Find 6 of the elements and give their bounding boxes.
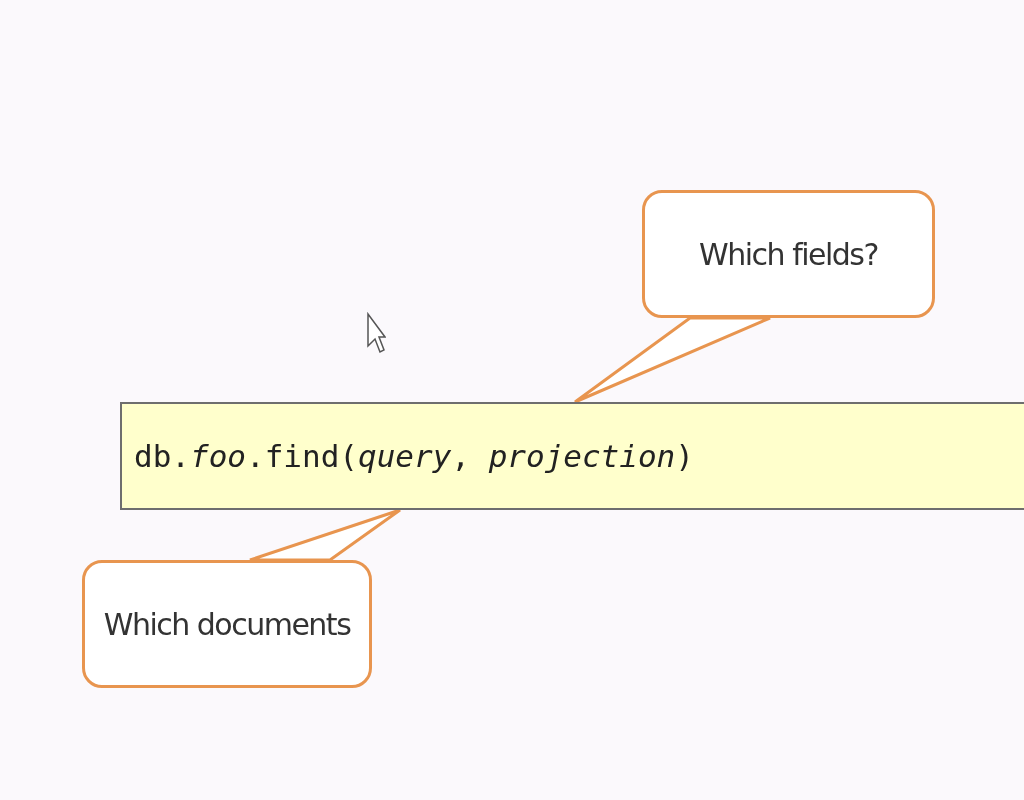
callout-pointer bbox=[248, 508, 402, 562]
callout-text: Which fields? bbox=[699, 236, 878, 272]
callout-pointer bbox=[573, 316, 772, 404]
callout-text: Which documents bbox=[103, 606, 351, 642]
code-text: db.foo.find(query, projection) bbox=[134, 438, 694, 474]
code-box bbox=[120, 402, 1024, 510]
